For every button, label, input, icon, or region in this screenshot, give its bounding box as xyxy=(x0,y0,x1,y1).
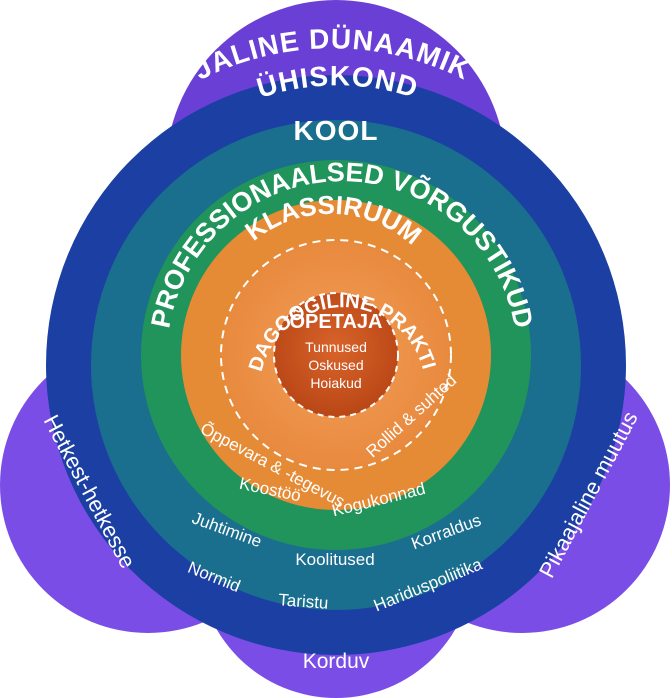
bottom-petal-label: Korduv xyxy=(303,650,370,673)
teacher-title: ÕPETAJA xyxy=(290,309,383,333)
school-label: KOOL xyxy=(294,115,379,146)
society-item-center: Taristu xyxy=(278,590,329,612)
teacher-item: Hoiakud xyxy=(310,375,361,391)
teacher-core xyxy=(274,293,398,417)
teacher-item: Tunnused xyxy=(305,339,367,355)
school-item-center: Koolitused xyxy=(295,550,374,569)
practice-dashed-border xyxy=(220,239,452,471)
teacher-dashed-border xyxy=(273,292,399,418)
teacher-item: Oskused xyxy=(308,357,363,373)
